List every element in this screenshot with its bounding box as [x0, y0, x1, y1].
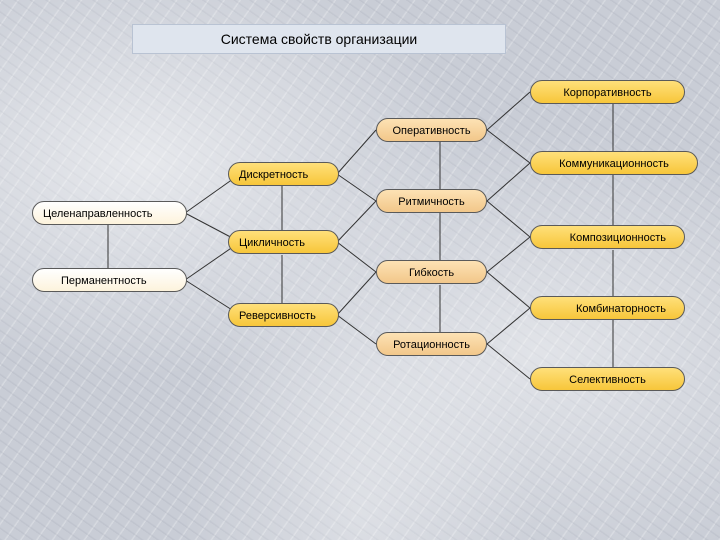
- connector-line: [336, 314, 377, 345]
- connector-line: [486, 129, 531, 164]
- connector-line: [336, 173, 377, 202]
- node-tselenapravlennost: Целенаправленность: [32, 201, 187, 225]
- diagram-title: Система свойств организации: [132, 24, 506, 54]
- node-korporativnost: Корпоративность: [530, 80, 685, 104]
- node-permanentnost: Перманентность: [32, 268, 187, 292]
- node-kommunikatsionnost: Коммуникационность: [530, 151, 698, 175]
- node-operativnost: Оперативность: [376, 118, 487, 142]
- node-ritmichnost: Ритмичность: [376, 189, 487, 213]
- connector-line: [336, 241, 377, 273]
- node-diskretnost: Дискретность: [228, 162, 339, 186]
- node-tsiklichnost: Цикличность: [228, 230, 339, 254]
- node-reversivnost: Реверсивность: [228, 303, 339, 327]
- connector-line: [336, 271, 377, 316]
- connector-line: [486, 200, 531, 238]
- connector-line: [486, 271, 531, 309]
- node-gibkost: Гибкость: [376, 260, 487, 284]
- node-rotatsionnost: Ротационность: [376, 332, 487, 356]
- connector-line: [486, 307, 531, 345]
- node-kompozitsionnost: Композиционность: [530, 225, 685, 249]
- connector-line: [336, 129, 377, 175]
- node-selektivnost: Селективность: [530, 367, 685, 391]
- node-kombinatornost: Комбинаторность: [530, 296, 685, 320]
- connector-line: [486, 162, 531, 202]
- connector-line: [486, 343, 531, 380]
- connector-line: [336, 200, 377, 243]
- connector-line: [486, 236, 531, 273]
- connector-line: [486, 91, 531, 131]
